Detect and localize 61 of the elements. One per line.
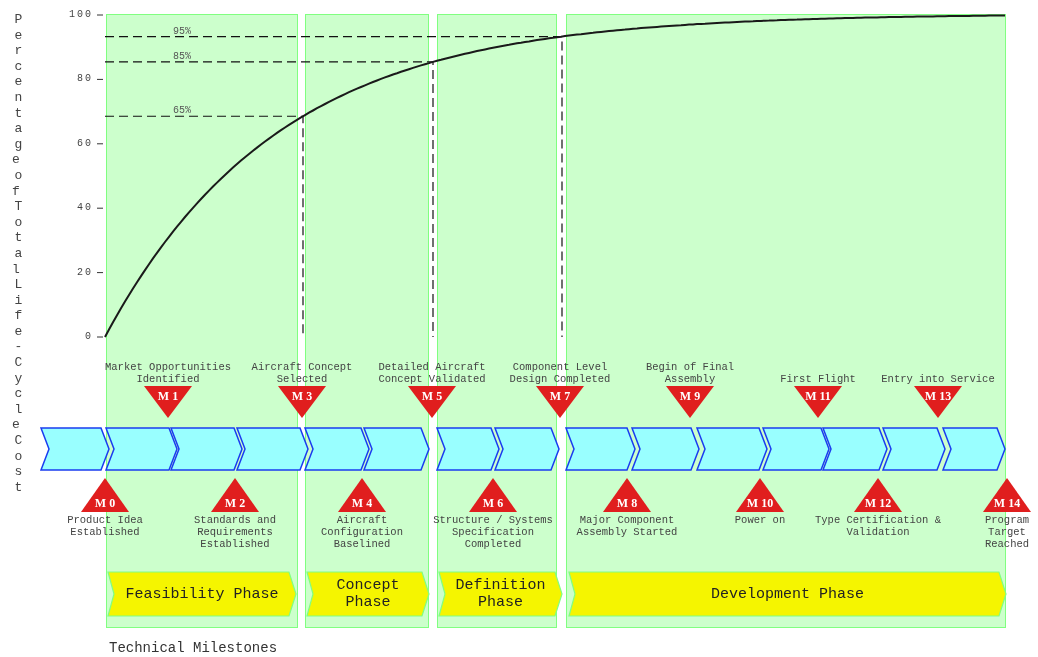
milestone-caption: Type Certification & Validation bbox=[814, 514, 942, 538]
milestone-triangle bbox=[211, 478, 259, 512]
tick-label: 40 bbox=[76, 202, 93, 215]
milestone-triangle bbox=[854, 478, 902, 512]
milestone-triangle bbox=[338, 478, 386, 512]
milestone-caption: First Flight bbox=[779, 373, 857, 385]
tick-label: 100 bbox=[68, 9, 93, 21]
milestone-number: M 11 bbox=[805, 390, 831, 402]
phase-label: Development Phase bbox=[710, 585, 865, 603]
milestone-caption: Major Component Assembly Started bbox=[575, 514, 679, 538]
milestone-number: M 8 bbox=[616, 497, 638, 509]
milestone-caption: Standards and Requirements Established bbox=[193, 514, 277, 550]
phase-banner bbox=[438, 571, 563, 617]
phase-label: Concept Phase bbox=[335, 577, 401, 611]
milestone-caption: Begin of Final Assembly bbox=[644, 361, 736, 385]
milestone-number: M 2 bbox=[224, 497, 246, 509]
milestone-number: M 3 bbox=[291, 390, 313, 402]
milestone-triangle bbox=[794, 386, 842, 420]
percentage-label: 65% bbox=[173, 105, 191, 117]
milestone-triangle bbox=[144, 386, 192, 420]
milestone-caption: Detailed Aircraft Concept Validated bbox=[377, 361, 487, 385]
milestone-triangle bbox=[278, 386, 326, 420]
milestone-number: M 5 bbox=[421, 390, 443, 402]
milestone-number: M 9 bbox=[679, 390, 701, 402]
milestone-caption: Market Opportunities Identified bbox=[104, 361, 232, 385]
tick-label: 0 bbox=[84, 331, 93, 343]
milestone-number: M 10 bbox=[746, 497, 774, 509]
milestone-caption: Structure / Systems Specification Completed bbox=[432, 514, 554, 550]
milestone-triangle bbox=[81, 478, 129, 512]
milestone-caption: Aircraft Configuration Baselined bbox=[320, 514, 404, 550]
phase-label: Feasibility Phase bbox=[124, 585, 280, 603]
percentage-label: 95% bbox=[173, 25, 191, 37]
axis-title: Percentage of Total Life-Cycle Cost bbox=[12, 12, 24, 496]
milestone-number: M 4 bbox=[351, 497, 373, 509]
milestone-triangle bbox=[914, 386, 962, 420]
milestone-triangle bbox=[736, 478, 784, 512]
milestone-triangle bbox=[469, 478, 517, 512]
phase-banner bbox=[306, 571, 430, 617]
phase-banner bbox=[107, 571, 297, 617]
tick-label: 80 bbox=[76, 73, 93, 86]
milestone-number: M 7 bbox=[549, 390, 571, 402]
axis-title: Technical Milestones bbox=[109, 640, 278, 656]
phase-banner bbox=[568, 571, 1007, 617]
milestone-caption: Aircraft Concept Selected bbox=[250, 361, 354, 385]
tick-label: 20 bbox=[76, 266, 93, 279]
milestone-number: M 13 bbox=[924, 390, 952, 402]
milestone-triangle bbox=[408, 386, 456, 420]
milestone-triangle bbox=[983, 478, 1031, 512]
milestone-number: M 1 bbox=[157, 390, 179, 402]
milestone-caption: Entry into Service bbox=[880, 373, 996, 385]
tick-label: 60 bbox=[76, 137, 93, 150]
phase-label: Definition Phase bbox=[454, 577, 547, 611]
milestone-number: M 14 bbox=[993, 497, 1021, 509]
milestone-number: M 6 bbox=[482, 497, 504, 509]
percentage-label: 85% bbox=[173, 50, 191, 62]
milestone-number: M 12 bbox=[864, 497, 892, 509]
milestone-triangle bbox=[603, 478, 651, 512]
milestone-triangle bbox=[666, 386, 714, 420]
milestone-triangle bbox=[536, 386, 584, 420]
milestone-caption: Component Level Design Completed bbox=[508, 361, 612, 385]
milestone-number: M 0 bbox=[94, 497, 116, 509]
